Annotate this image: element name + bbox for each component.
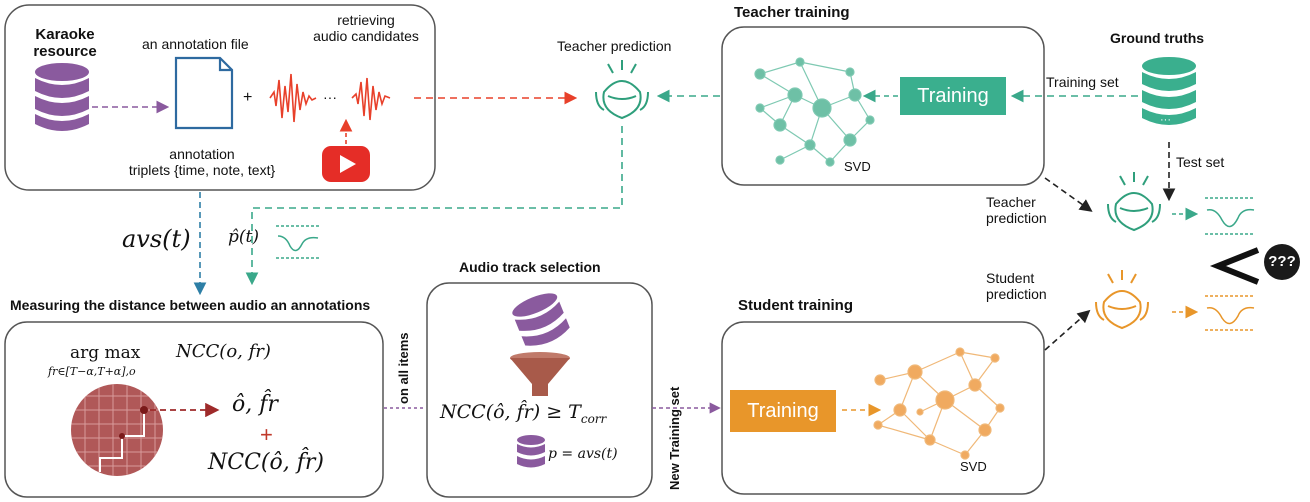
arrow-teacher-to-phat [245, 126, 623, 286]
retrieving-line2: audio candidates [313, 28, 419, 45]
plus-sign: + [243, 89, 253, 106]
student-training-button: Training [747, 400, 819, 422]
small-database-icon [517, 435, 545, 468]
teacher-signal-icon [1205, 197, 1255, 235]
teacher-training-button-bg [900, 77, 1006, 115]
file-icon [174, 56, 234, 130]
p-equals-label: p = avs(t) [548, 446, 618, 462]
annotation-triplets-label: annotation triplets {time, note, text} [112, 146, 292, 178]
new-training-set-label: New Training set [667, 386, 682, 490]
condition-subscript: corr [580, 411, 607, 426]
student-head-icon [1095, 270, 1149, 330]
test-set-label: Test set [1176, 154, 1225, 170]
question-badge-bg [1264, 244, 1300, 280]
ground-truth-dots: ··· [1160, 114, 1171, 126]
arrow-student-pred-black [1044, 309, 1091, 351]
avs-label: avs(t) [122, 225, 191, 253]
ground-truth-database-icon [1142, 57, 1196, 125]
measuring-box [4, 321, 384, 498]
argmax-subscript: fr∈[T−α,T+α],o [48, 365, 136, 378]
funnel-icon [510, 352, 570, 396]
ncc-hat-label: NCC(ô, f̂r) [208, 450, 324, 475]
on-all-items-label: on all items [396, 332, 411, 404]
selection-condition: NCC(ô, f̂r) ≥ Tcorr [440, 401, 607, 427]
retrieving-label: retrieving audio candidates [296, 12, 436, 44]
retrieving-line1: retrieving [337, 12, 395, 28]
student-network [873, 347, 1005, 460]
ground-truths-title: Ground truths [1110, 30, 1205, 46]
waveform-icon [269, 73, 391, 123]
youtube-icon [322, 146, 370, 182]
selection-box [426, 282, 653, 498]
audio-dots: ··· [323, 89, 337, 105]
annotation-line2: triplets {time, note, text} [128, 162, 276, 179]
teacher-training-box [721, 26, 1045, 186]
teacher-training-title: Teacher training [734, 4, 850, 21]
o-fr-hat-label: ô, f̂r [232, 392, 278, 417]
measuring-title: Measuring the distance between audio an … [10, 297, 371, 313]
student-training-title: Student training [738, 297, 853, 314]
student-training-button-bg [730, 390, 836, 432]
condition-text: NCC(ô, f̂r) ≥ T [440, 401, 581, 423]
teacher-head-right-icon [1107, 172, 1161, 232]
question-badge: ??? [1268, 253, 1296, 270]
training-set-label: Training set [1046, 74, 1119, 90]
student-prediction-label: Student prediction [986, 270, 1047, 302]
teacher-pred-line2: prediction [986, 210, 1047, 227]
student-signal-icon [1205, 295, 1255, 331]
teacher-head-icon [595, 60, 649, 120]
arrow-teacher-pred-black [1044, 177, 1093, 212]
selection-title: Audio track selection [459, 259, 601, 275]
karaoke-title-line1: Karaoke [35, 26, 95, 43]
ncc-label: NCC(o, fr) [176, 341, 271, 362]
teacher-pred-line1: Teacher [986, 194, 1036, 210]
teacher-prediction-label: Teacher prediction [557, 38, 672, 54]
karaoke-box [4, 4, 436, 191]
student-training-box [721, 321, 1045, 495]
annotation-line1: annotation [169, 146, 235, 162]
database-icon [35, 63, 89, 131]
karaoke-title-line2: resource [33, 43, 97, 61]
argmax-label: arg max [70, 343, 141, 363]
measuring-plus: + [260, 422, 273, 447]
student-svd-label: SVD [960, 459, 987, 474]
phat-signal-icon [276, 225, 320, 259]
less-than-icon [1209, 247, 1260, 285]
teacher-prediction-right-label: Teacher prediction [986, 194, 1047, 226]
student-pred-line1: Student [986, 270, 1035, 286]
teacher-svd-label: SVD [844, 159, 871, 174]
student-pred-line2: prediction [986, 286, 1047, 303]
karaoke-title: Karaoke resource [30, 26, 100, 61]
distance-grid-icon [71, 384, 163, 476]
phat-label: p̂(t) [228, 227, 259, 247]
teacher-network [754, 57, 875, 167]
teacher-training-button: Training [917, 85, 989, 107]
annotation-file-label: an annotation file [142, 36, 249, 52]
selection-database-icon [512, 293, 570, 346]
